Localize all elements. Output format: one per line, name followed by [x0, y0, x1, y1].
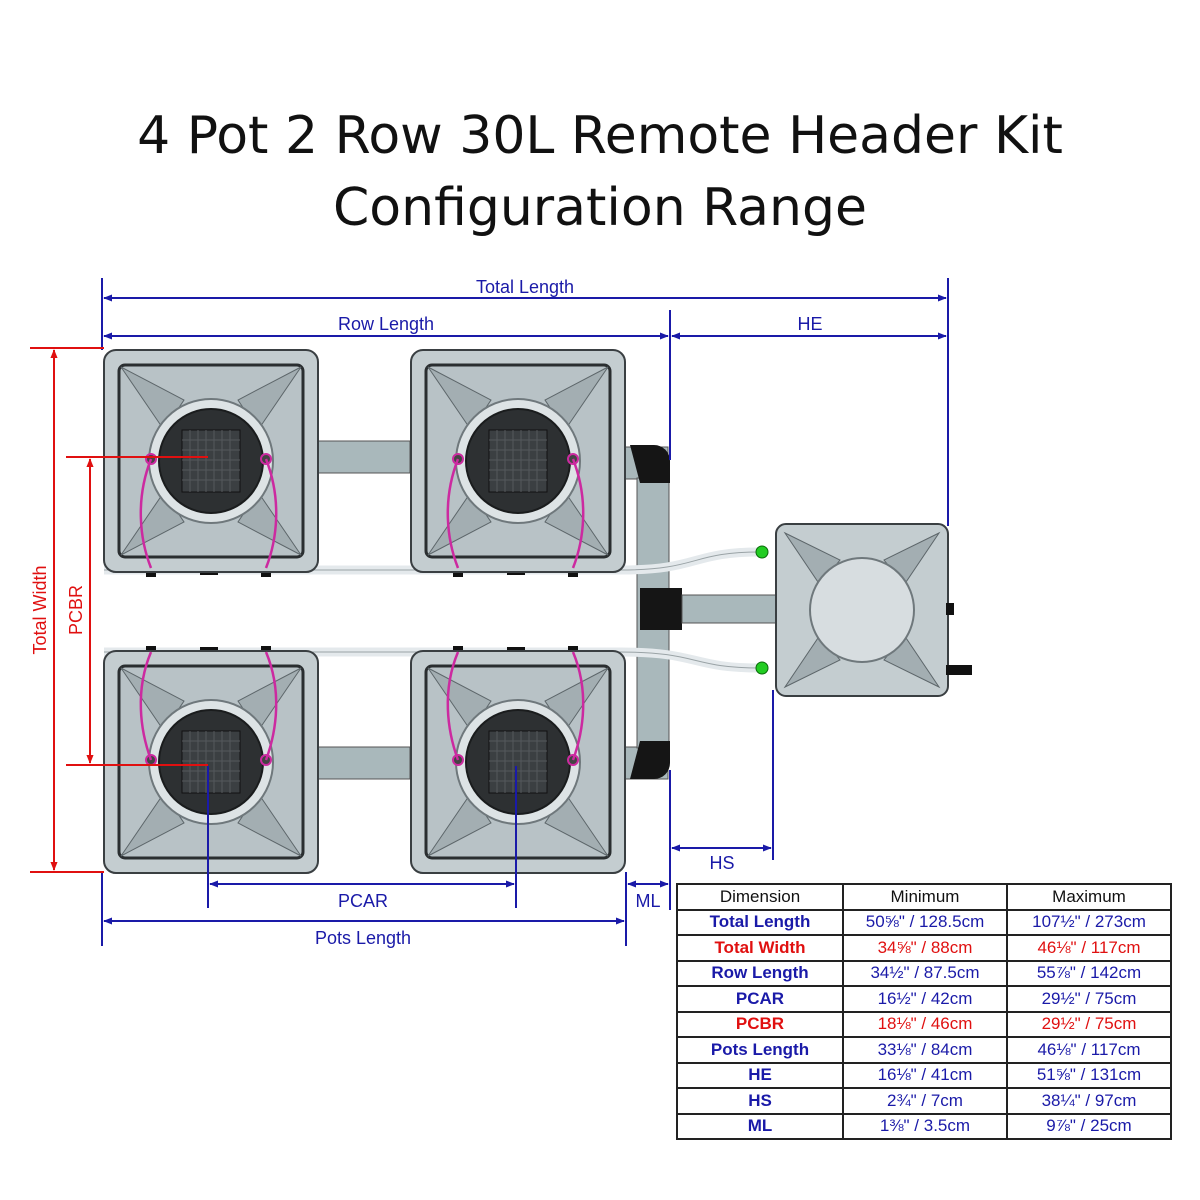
maximum-cell: 29½" / 75cm: [1006, 985, 1172, 1013]
pipe-bottom: [317, 746, 411, 780]
maximum-cell: 9⅞" / 25cm: [1006, 1112, 1172, 1140]
pot-top-right: [409, 348, 627, 574]
connector-top-icon: [755, 545, 769, 559]
label-total-length: Total Length: [476, 277, 574, 297]
manifold: [623, 445, 777, 780]
red-dimensions: [30, 347, 208, 873]
label-hs: HS: [709, 853, 734, 873]
pipe-top: [317, 440, 411, 474]
maximum-cell: 51⅝" / 131cm: [1006, 1061, 1172, 1089]
header-minimum: Minimum: [842, 883, 1008, 911]
elbow-bottom: [630, 741, 670, 779]
label-pcbr: PCBR: [66, 585, 86, 635]
minimum-cell: 34½" / 87.5cm: [842, 959, 1008, 987]
header-dimension: Dimension: [676, 883, 844, 911]
page-title: 4 Pot 2 Row 30L Remote Header Kit Config…: [0, 100, 1200, 244]
minimum-cell: 18⅛" / 46cm: [842, 1010, 1008, 1038]
header-tank: [775, 523, 972, 697]
dimension-cell: HS: [676, 1087, 844, 1115]
header-pipe: [681, 594, 777, 624]
label-total-width: Total Width: [30, 565, 50, 654]
table-header-row: Dimension Minimum Maximum: [676, 883, 1172, 911]
minimum-cell: 33⅛" / 84cm: [842, 1036, 1008, 1064]
drip-lines: [139, 458, 585, 761]
maximum-cell: 38¼" / 97cm: [1006, 1087, 1172, 1115]
maximum-cell: 55⅞" / 142cm: [1006, 959, 1172, 987]
pot-top-left: [102, 348, 320, 574]
label-pcar: PCAR: [338, 891, 388, 911]
label-row-length: Row Length: [338, 314, 434, 334]
pot-bottom-left: [102, 649, 320, 875]
dimension-cell: Total Length: [676, 908, 844, 936]
dimension-cell: Pots Length: [676, 1036, 844, 1064]
maximum-cell: 46⅛" / 117cm: [1006, 934, 1172, 962]
elbow-top: [630, 445, 670, 483]
dimension-cell: Total Width: [676, 934, 844, 962]
maximum-cell: 107½" / 273cm: [1006, 908, 1172, 936]
dimension-cell: Row Length: [676, 959, 844, 987]
pot-bottom-right: [409, 649, 627, 875]
blue-dimensions: [101, 278, 949, 946]
minimum-cell: 1⅜" / 3.5cm: [842, 1112, 1008, 1140]
title-line-2: Configuration Range: [333, 178, 867, 238]
label-pots-length: Pots Length: [315, 928, 411, 948]
dimension-cell: PCBR: [676, 1010, 844, 1038]
dimension-cell: PCAR: [676, 985, 844, 1013]
connector-bottom-icon: [755, 661, 769, 675]
tee-fitting: [640, 588, 682, 630]
minimum-cell: 34⅝" / 88cm: [842, 934, 1008, 962]
minimum-cell: 2¾" / 7cm: [842, 1087, 1008, 1115]
dimension-cell: ML: [676, 1112, 844, 1140]
label-ml: ML: [635, 891, 660, 911]
label-he: HE: [797, 314, 822, 334]
title-line-1: 4 Pot 2 Row 30L Remote Header Kit: [137, 106, 1063, 166]
minimum-cell: 16⅛" / 41cm: [842, 1061, 1008, 1089]
maximum-cell: 46⅛" / 117cm: [1006, 1036, 1172, 1064]
feed-lines: [104, 545, 769, 675]
maximum-cell: 29½" / 75cm: [1006, 1010, 1172, 1038]
minimum-cell: 50⅝" / 128.5cm: [842, 908, 1008, 936]
header-maximum: Maximum: [1006, 883, 1172, 911]
minimum-cell: 16½" / 42cm: [842, 985, 1008, 1013]
dimension-cell: HE: [676, 1061, 844, 1089]
